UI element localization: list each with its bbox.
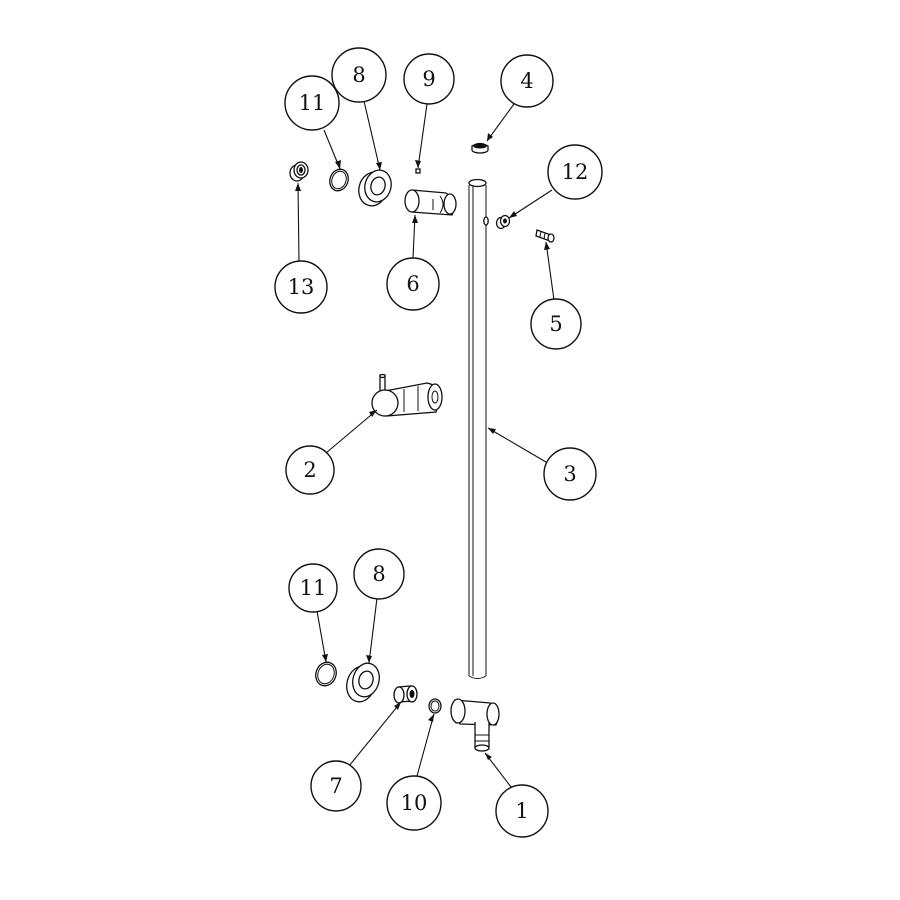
pin-part xyxy=(415,168,421,174)
callout-13-label: 13 xyxy=(288,275,315,299)
callout-6-label: 6 xyxy=(406,272,419,296)
rail-part xyxy=(468,178,489,679)
elbow-outlet-part xyxy=(450,698,500,752)
oring-bottom-part xyxy=(315,661,337,687)
callout-4: 4 xyxy=(500,54,554,108)
callout-8-top-label: 8 xyxy=(352,63,365,87)
slider-part xyxy=(371,373,443,417)
callout-10-label: 10 xyxy=(401,791,428,815)
flange-top-part xyxy=(358,169,392,207)
small-nut-part xyxy=(495,214,511,230)
callout-4-label: 4 xyxy=(520,69,533,93)
top-bracket-part xyxy=(404,189,457,216)
screw-part xyxy=(535,229,555,243)
callout-9: 9 xyxy=(403,53,455,105)
callout-11-top: 11 xyxy=(284,75,340,131)
callout-8-bottom: 8 xyxy=(353,548,405,600)
callout-8-bottom-label: 8 xyxy=(372,562,385,586)
small-oring-part xyxy=(428,698,442,714)
callout-3-label: 3 xyxy=(563,462,576,486)
flange-bottom-part xyxy=(346,662,380,703)
oring-top-part xyxy=(329,168,349,192)
callout-10: 10 xyxy=(386,775,442,831)
callout-12-label: 12 xyxy=(562,160,589,184)
callout-2-label: 2 xyxy=(303,458,316,482)
callout-3: 3 xyxy=(543,447,597,501)
callout-2: 2 xyxy=(285,445,335,495)
callout-5-label: 5 xyxy=(549,312,562,336)
callout-1: 1 xyxy=(495,784,549,838)
callout-11-bottom-label: 11 xyxy=(300,576,327,600)
callout-8-top: 8 xyxy=(331,47,387,103)
callout-7: 7 xyxy=(310,760,362,812)
callout-9-label: 9 xyxy=(422,67,435,91)
callout-11-top-label: 11 xyxy=(299,91,326,115)
leader-lines xyxy=(295,100,555,788)
callout-7-label: 7 xyxy=(329,774,342,798)
callout-13: 13 xyxy=(274,260,328,314)
end-cap-part xyxy=(471,142,489,154)
callout-6: 6 xyxy=(386,257,440,311)
bushing-top-part xyxy=(289,161,309,182)
callout-12: 12 xyxy=(547,144,603,200)
callout-1-label: 1 xyxy=(515,799,528,823)
bushing-bottom-part xyxy=(393,685,418,704)
callout-5: 5 xyxy=(530,298,582,350)
callout-11-bottom: 11 xyxy=(288,563,338,613)
